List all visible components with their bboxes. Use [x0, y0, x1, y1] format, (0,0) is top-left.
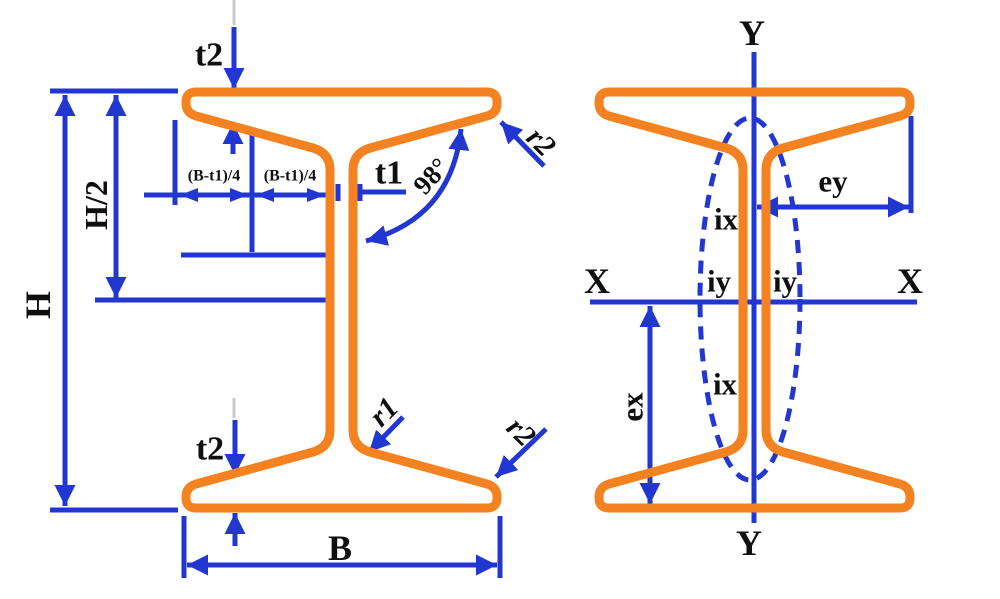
gyration-ix-upper-label: ix: [714, 202, 739, 237]
r2-bottom-leader-arrow: [494, 427, 548, 479]
r1-leader-arrow: [367, 415, 405, 454]
web-thickness-label: t1: [375, 155, 403, 192]
quarter-arrowhead-3: [256, 188, 274, 202]
flange-angle-arc: [365, 128, 470, 246]
centroid-ex-label: ex: [615, 392, 650, 422]
flange-thickness-bottom-label: t2: [196, 431, 224, 468]
flange-tip-radius-top-label: r2: [520, 121, 562, 163]
gyration-iy-right-label: iy: [773, 264, 798, 299]
quarter-width-right-label: (B-t1)/4: [264, 168, 316, 185]
x-axis-label-left: X: [584, 261, 610, 301]
flange-slope-angle-label: 98°: [407, 152, 455, 200]
flange-thickness-top-label: t2: [195, 37, 223, 74]
centroid-ey-label: ey: [818, 164, 848, 199]
quarter-arrowhead-1: [180, 188, 198, 202]
left-view-dimensions-group: [50, 0, 548, 578]
web-fillet-radius-label: r1: [363, 391, 405, 433]
quarter-arrowhead-2: [230, 188, 248, 202]
half-height-label: H/2: [78, 180, 114, 230]
x-axis-label-right: X: [897, 261, 923, 301]
gyration-iy-left-label: iy: [707, 264, 732, 299]
y-axis-label-top: Y: [739, 13, 765, 53]
y-axis-label-bottom: Y: [736, 523, 762, 563]
flange-tip-radius-bottom-label: r2: [500, 411, 542, 453]
r2-top-leader-arrow: [499, 120, 546, 168]
right-view-labels-group: Y Y X X ix ix iy iy ey ex: [584, 13, 923, 563]
gyration-ix-lower-label: ix: [713, 367, 738, 402]
quarter-arrowhead-4: [307, 188, 325, 202]
quarter-width-left-label: (B-t1)/4: [188, 168, 240, 185]
height-label: H: [18, 291, 58, 319]
inertia-ellipse: [697, 115, 803, 483]
width-label: B: [328, 528, 352, 568]
